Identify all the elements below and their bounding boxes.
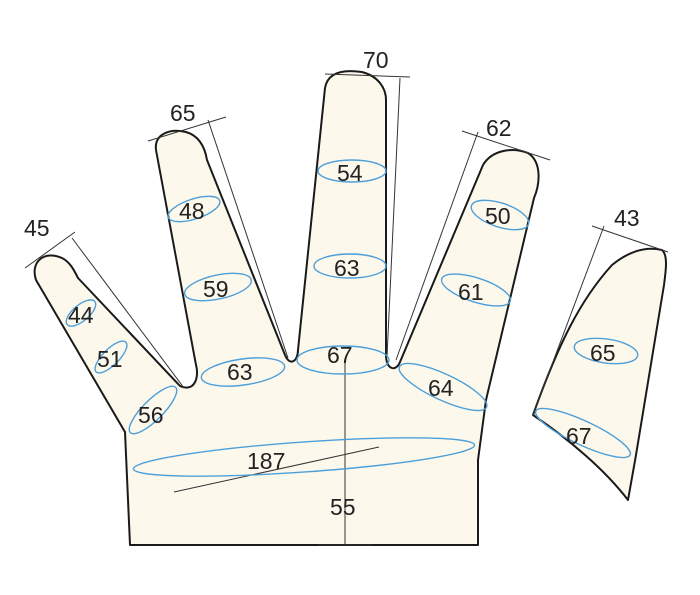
label-index-d1: 50 xyxy=(485,203,511,229)
ellipse-thumb-base xyxy=(534,407,632,459)
label-ring-d2: 59 xyxy=(203,276,229,302)
circumference-ellipses xyxy=(65,159,639,477)
ellipse-index-2 xyxy=(440,273,512,307)
ellipse-ring-2 xyxy=(183,272,253,302)
ellipse-pinky-base xyxy=(128,385,178,435)
ellipse-index-1 xyxy=(470,199,530,231)
label-ring-d1: 48 xyxy=(179,198,205,224)
guide-lines xyxy=(24,73,669,546)
label-ring-length: 65 xyxy=(170,100,196,126)
ellipse-palm xyxy=(132,437,476,477)
label-thumb-length: 43 xyxy=(614,205,640,231)
label-ring-base: 63 xyxy=(227,359,253,385)
ellipse-middle-base xyxy=(296,345,390,375)
label-index-base: 64 xyxy=(428,375,454,401)
label-palm-circumference: 187 xyxy=(247,448,285,474)
label-middle-d2: 63 xyxy=(334,255,360,281)
ellipse-ring-1 xyxy=(167,195,221,223)
label-pinky-base: 56 xyxy=(138,402,164,428)
ellipse-middle-2 xyxy=(313,253,387,279)
label-index-d2: 61 xyxy=(458,279,484,305)
label-pinky-d2: 51 xyxy=(97,346,123,372)
thumb-outline xyxy=(532,247,667,501)
ellipse-index-base xyxy=(398,362,488,412)
label-thumb-base: 67 xyxy=(566,423,592,449)
hand-outline xyxy=(33,70,540,546)
label-middle-length: 70 xyxy=(363,47,389,73)
label-thumb-d1: 65 xyxy=(590,340,616,366)
label-middle-base: 67 xyxy=(327,342,353,368)
label-palm-length: 55 xyxy=(330,494,356,520)
measurement-labels: 45 44 51 56 65 48 59 63 70 54 63 67 62 5… xyxy=(24,47,640,520)
ellipse-middle-1 xyxy=(317,159,387,183)
label-middle-d1: 54 xyxy=(337,160,363,186)
ellipse-ring-base xyxy=(200,357,286,387)
ellipse-pinky-2 xyxy=(94,340,128,374)
ellipse-pinky-1 xyxy=(65,299,97,327)
ellipse-thumb-1 xyxy=(573,337,639,365)
label-pinky-length: 45 xyxy=(24,215,50,241)
label-pinky-d1: 44 xyxy=(68,302,94,328)
label-index-length: 62 xyxy=(486,115,512,141)
